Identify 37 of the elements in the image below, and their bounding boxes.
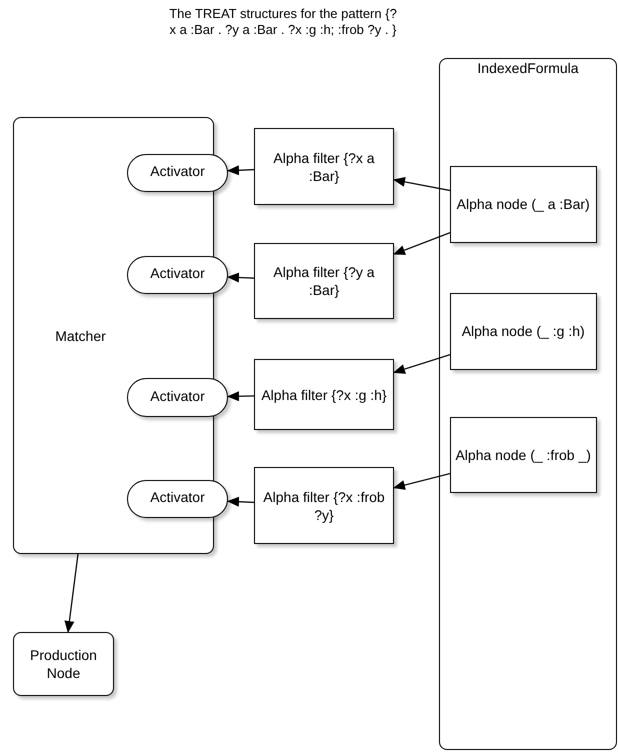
alpha-node-box [450, 416, 597, 493]
node-label: Alpha filter {?y a :Bar} [272, 263, 376, 299]
activator-pill [127, 154, 228, 192]
node-label: Matcher [55, 326, 106, 344]
node-label: Alpha filter {?x :g :h} [261, 386, 387, 404]
node-label: Production Node [29, 646, 98, 682]
formula-frame [439, 58, 617, 750]
node-label: Alpha filter {?x :frob ?y} [262, 488, 386, 524]
node-label: Activator [150, 386, 205, 404]
arrow [393, 354, 450, 374]
node-label: Activator [150, 162, 205, 180]
activator-pill [127, 480, 228, 518]
filter-box [254, 467, 394, 544]
activator-pill [127, 256, 228, 294]
filter-box [254, 359, 394, 430]
production-node-box [13, 632, 114, 696]
node-label: Alpha node (_ :frob _) [455, 446, 591, 464]
diagram-title: The TREAT structures for the pattern {?x a :Bar . ?y a :Bar . ?x :g :h; :frob ?y . } [168, 6, 398, 38]
arrow [64, 554, 79, 633]
arrow [393, 473, 450, 490]
arrow [393, 176, 450, 192]
node-label: Activator [150, 488, 205, 506]
node-label: Alpha filter {?x a :Bar} [272, 148, 376, 184]
arrow [227, 496, 254, 507]
node-label: Alpha node (_ :g :h) [462, 322, 585, 340]
alpha-node-box [450, 292, 597, 370]
arrow [393, 232, 450, 255]
node-label: IndexedFormula [477, 59, 579, 77]
activator-pill [127, 378, 228, 417]
alpha-node-box [450, 166, 597, 243]
arrow [227, 391, 254, 402]
node-label: Alpha node (_ a :Bar) [456, 195, 590, 214]
arrow [227, 272, 254, 283]
filter-box [254, 128, 394, 205]
filter-box [254, 243, 394, 319]
arrow [227, 165, 254, 176]
node-label: Activator [150, 264, 205, 282]
